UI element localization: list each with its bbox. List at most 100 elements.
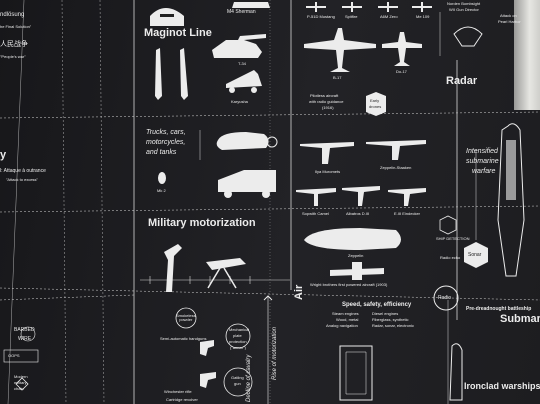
battleship-deck — [506, 140, 516, 200]
zeppelin-staaken-label: Zeppelin-Staaken — [380, 165, 412, 170]
b17-bomber-icon — [304, 28, 376, 72]
wright-label: Wright brothers first powered aircraft (… — [310, 282, 388, 287]
zero-label: A6M Zero — [380, 14, 398, 19]
wheel-icon — [251, 87, 257, 93]
y-char: y — [0, 149, 7, 161]
ironclad-heading: Ironclad warships — [464, 381, 540, 391]
revolver-icon — [200, 372, 216, 388]
smokeless-circle — [175, 307, 197, 329]
oops-box — [3, 349, 39, 363]
dashed-row-line — [0, 294, 135, 301]
albatros-label: Albatros D.III — [346, 211, 370, 216]
attaque-text: l: Attaque à outrance — [0, 168, 46, 174]
eindecker-label: E.III Eindecker — [394, 211, 421, 216]
rifle-icon — [180, 48, 188, 100]
do17-icon — [382, 32, 422, 66]
m4-sherman-icon — [232, 2, 270, 8]
oops-text: OOPS — [8, 353, 20, 358]
radio-label: Radio — [438, 295, 452, 301]
eindecker-icon — [388, 188, 426, 206]
ww1-aircraft — [296, 140, 426, 206]
tank-wheel-icon — [266, 136, 278, 148]
p51-label: P-51D Mustang — [307, 14, 335, 19]
endlosung-text: ndlösung — [0, 12, 25, 18]
wheel-icon — [224, 190, 232, 198]
decline-of-cavalry-label: Decline of cavalry — [246, 354, 252, 402]
speed-1: Steam engines — [332, 311, 359, 316]
modern-text: Modern — [14, 374, 28, 379]
spitfire-label: Spitfire — [345, 14, 358, 19]
radio-circle — [433, 285, 459, 311]
speed-heading: Speed, safety, efficiency — [342, 302, 412, 308]
vertical-guide — [7, 0, 25, 404]
early-drones-hexagon — [366, 92, 386, 116]
katyusha-icon — [226, 70, 262, 88]
vertical-guide — [99, 0, 105, 404]
speed-3: Analog navigation — [326, 323, 358, 328]
cartridge-label: Cartridge revolver — [166, 397, 198, 402]
pre-dreadnought-label: Pre-dreadnought battleship — [466, 306, 532, 312]
barbed-text: BARBED — [14, 327, 35, 333]
t34-tank-icon — [212, 34, 266, 58]
early-tank-icon — [216, 132, 269, 150]
ww2-fighters — [306, 2, 432, 12]
pilotless-2: with radio guidance — [309, 99, 344, 104]
gatling-1: Gatling — [231, 375, 244, 380]
do17-label: Do-17 — [396, 69, 407, 74]
rifle-icon — [155, 48, 162, 100]
early-drones-2: drones — [369, 104, 382, 109]
ilya-muromets-icon — [300, 142, 354, 164]
chinese-text: 人民战争 — [0, 41, 28, 48]
winchester-label: Winchester rifle — [164, 389, 192, 394]
wheel-icon — [262, 190, 270, 198]
t34-label: T-34 — [238, 61, 247, 66]
submarine-heading: Submarin — [500, 313, 540, 325]
attack-excess-text: "Attack to excess" — [6, 177, 38, 182]
gatling-2: gun — [234, 381, 241, 386]
steam-engine-drawing — [339, 345, 373, 401]
intensified-2: submarine — [466, 158, 499, 165]
ship-detection-hexagon — [439, 215, 457, 235]
maginot-line-heading: Maginot Line — [144, 27, 212, 39]
submachine-gun-icon — [164, 244, 182, 292]
military-motorization-heading: Military motorization — [148, 217, 256, 229]
speed-3b: Radar, sonar, electronic — [372, 323, 415, 328]
battleship-outline — [497, 123, 525, 277]
zeppelin-label: Zeppelin — [348, 253, 364, 258]
albatros-icon — [342, 186, 380, 206]
radar-heading: Radar — [446, 75, 478, 87]
pilotless-1: Pilotless aircraft — [310, 93, 339, 98]
pilotless-3: (1916) — [322, 105, 334, 110]
semi-auto-label: Semi-automatic handguns — [160, 336, 207, 341]
intensified-3: warfare — [472, 168, 496, 175]
steam-engine-inner — [345, 351, 367, 395]
radar-dish-icon — [453, 26, 483, 47]
machine-gun-icon — [206, 258, 246, 270]
m4-sherman-label: M4 Sherman — [227, 9, 256, 15]
grenade-icon — [158, 172, 166, 184]
trucks-text-1: Trucks, cars, — [146, 129, 186, 136]
smokeless-powder-label: Smokeless powder — [176, 313, 196, 322]
attack-1: Attack on — [500, 13, 517, 18]
mechanical-2: plate — [233, 333, 242, 338]
barbed-wire-node — [20, 326, 36, 342]
wheel-icon — [229, 87, 235, 93]
sopwith-camel-icon — [296, 188, 336, 206]
dashed-row-line — [0, 205, 540, 213]
peoples-war-text: "People's war" — [0, 54, 26, 59]
zeppelin-icon — [304, 228, 401, 250]
radio-echo-label: Radio echo — [440, 255, 461, 260]
katyusha-label: Karyusha — [231, 99, 248, 104]
ironclad-outline — [449, 343, 463, 401]
norden-1: Norden Bombsight — [447, 1, 481, 6]
mechanical-3: protection — [229, 339, 247, 344]
zeppelin-staaken-icon — [366, 140, 426, 160]
sonar-label: Sonar — [468, 252, 482, 258]
mechanical-1: Mechanical — [229, 327, 250, 332]
sopwith-label: Sopwith Camel — [302, 211, 329, 216]
mechanical-4: ("armor") — [230, 345, 246, 350]
air-heading: Air — [293, 284, 305, 300]
intensified-1: Intensified — [466, 148, 498, 155]
